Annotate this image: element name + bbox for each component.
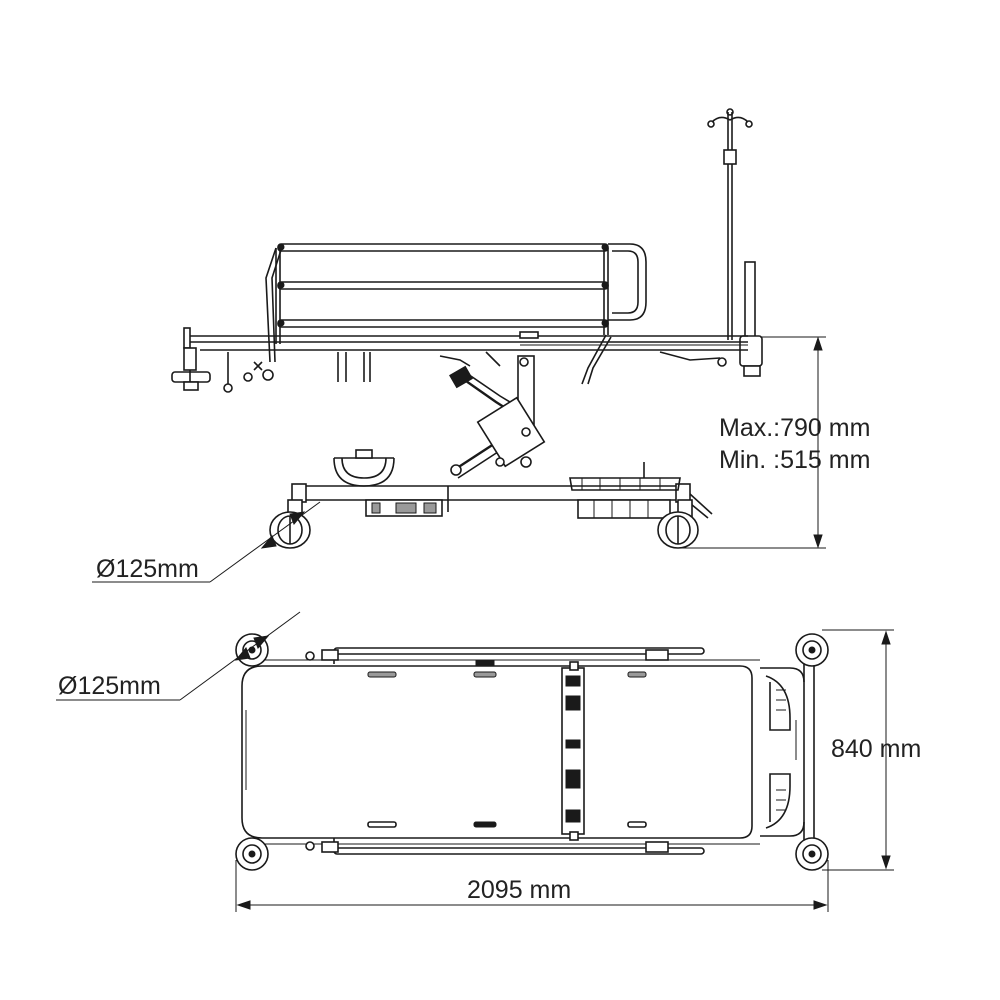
platform-deck <box>183 327 748 351</box>
top-rail-upper <box>305 647 705 664</box>
height-min-label: Min. :515 mm <box>719 446 870 474</box>
push-handle <box>739 261 763 377</box>
top-wheel-diameter-label: Ø125mm <box>58 672 161 700</box>
foot-end-mechanism <box>171 347 274 393</box>
deck-hangers <box>337 351 727 382</box>
top-view: 840 mm 2095 mm Ø125mm <box>56 611 921 912</box>
side-wheel-leader <box>92 501 321 583</box>
side-wheel-diameter-label: Ø125mm <box>96 555 199 583</box>
top-wheel-leader <box>56 611 301 701</box>
top-wheel-head-upper <box>795 633 829 667</box>
scissor-lift <box>449 355 546 479</box>
mattress-outline <box>241 665 753 839</box>
top-wheel-head-lower <box>795 837 829 871</box>
side-view: Max.:790 mm Min. :515 mm Ø125mm <box>92 108 870 583</box>
height-max-label: Max.:790 mm <box>719 414 870 442</box>
top-rail-lower <box>305 838 705 855</box>
iv-pole <box>707 108 753 340</box>
length-dimension <box>235 860 829 912</box>
side-rail <box>265 243 647 385</box>
height-dimension <box>682 336 826 549</box>
top-wheel-foot-lower <box>235 837 269 871</box>
cylinder-holder <box>333 449 395 487</box>
side-wheel-left <box>269 499 311 549</box>
deck-slots <box>245 659 797 828</box>
center-column <box>561 661 585 841</box>
length-label: 2095 mm <box>467 876 571 904</box>
width-label: 840 mm <box>831 735 921 763</box>
storage-baskets <box>365 462 713 519</box>
width-dimension <box>822 629 894 871</box>
head-end-bar <box>760 659 815 847</box>
side-wheel-right <box>657 499 699 549</box>
